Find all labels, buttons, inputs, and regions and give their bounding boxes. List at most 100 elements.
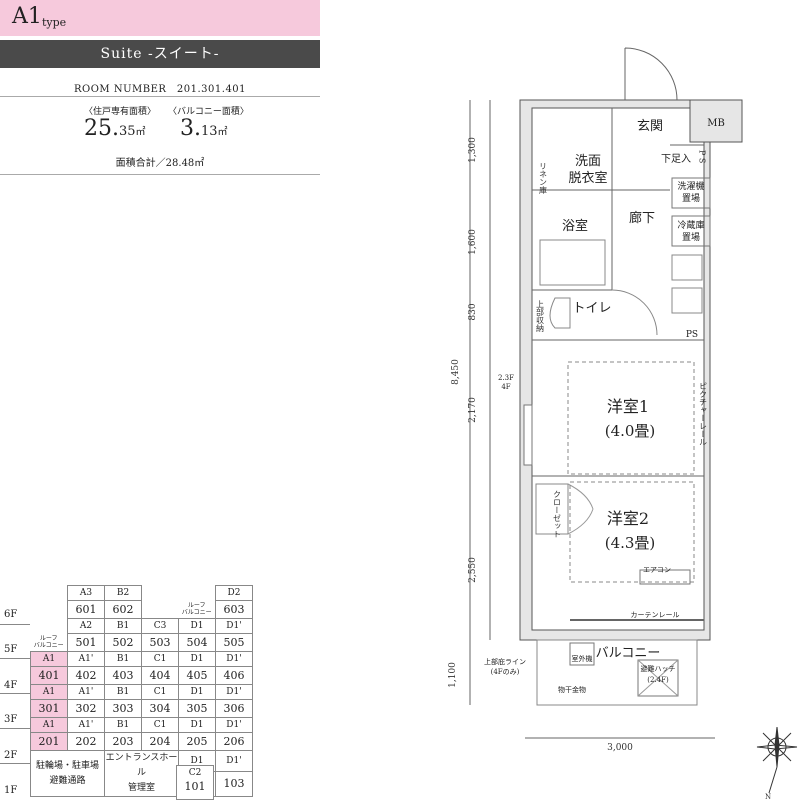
type-code: A1: [12, 4, 42, 29]
private-area-dec: 35: [119, 124, 136, 139]
table-row: 301 302 303 304 305 306: [30, 699, 253, 718]
balcony-area: [536, 639, 698, 706]
floor-label-2f: 2F: [4, 750, 18, 761]
table-row: A2 B1 C3 D1 D1': [31, 618, 253, 634]
room1-size: (4.0畳): [605, 422, 656, 440]
floor-label-1f: 1F: [4, 785, 18, 796]
room-reizo-1: 冷蔵庫: [677, 219, 704, 231]
balcony-area-int: 3.: [180, 116, 201, 141]
floor-label-3f: 3F: [4, 714, 18, 725]
table-row: 駐輪場・駐車場 避難通路 エントランスホール 管理室 D1 D1': [30, 750, 253, 797]
entrance-label: エントランスホール: [105, 753, 178, 778]
unit-number: 101: [184, 780, 206, 793]
unit-number: 201: [30, 732, 68, 751]
parking-cell: 駐輪場・駐車場 避難通路: [30, 750, 105, 797]
unit-number: 406: [215, 666, 253, 685]
private-area-unit: ㎡: [135, 127, 146, 138]
unit-type: D1': [215, 717, 253, 733]
hatch: [637, 659, 679, 697]
unit-type: B1: [104, 618, 142, 634]
unit-type: B1: [104, 684, 142, 700]
table-row: A1 A1' B1 C1 D1 D1': [30, 684, 253, 700]
floor-line: [0, 658, 30, 659]
room-yokushitsu: 浴室: [562, 218, 588, 234]
room-toilet: トイレ: [572, 301, 611, 316]
linen-label: リネン庫: [539, 162, 548, 195]
unit-type: B1: [104, 651, 142, 667]
unit-type: A1: [30, 651, 68, 667]
room-mb: MB: [707, 118, 725, 129]
unit-type: B1: [104, 717, 142, 733]
type-banner: [0, 0, 320, 36]
evac-label: 避難通路: [49, 775, 86, 786]
private-area-int: 25.: [84, 116, 119, 141]
floor-note-23f: 2.3F: [498, 374, 514, 382]
unit-number: 202: [67, 732, 105, 751]
room2-label: 洋室2: [607, 509, 649, 528]
unit-type: A1': [67, 651, 105, 667]
unit-type: C1: [141, 684, 179, 700]
dim-8450: 8,450: [451, 359, 461, 385]
eaves-note: (4Fのみ): [491, 668, 520, 676]
outdoor-unit-label: 室外機: [572, 654, 593, 663]
room-senmen-2: 脱衣室: [568, 170, 607, 186]
balcony-area-dec: 13: [201, 124, 218, 139]
floor-note-4f: 4F: [501, 383, 510, 391]
balcony-area-unit: ㎡: [217, 127, 228, 138]
room-senmen-1: 洗面: [575, 154, 601, 169]
unit-number: 306: [215, 699, 253, 718]
suite-banner: Suite -スイート-: [0, 40, 320, 68]
balcony-area-value: 3.13㎡: [180, 116, 228, 141]
hatch-floor: (2.4F): [647, 676, 669, 684]
divider: [0, 174, 320, 175]
parking-label: 駐輪場・駐車場: [35, 760, 99, 771]
unit-type: D1': [215, 750, 253, 772]
ps-label: P S: [698, 150, 707, 163]
closet-label: クローゼット: [553, 490, 562, 538]
floor-label-5f: 5F: [4, 644, 18, 655]
floor-table: A3 B2 D2 601 602 ルーフ バルコニー 603 A2 B1 C3 …: [30, 585, 253, 798]
room-sentaku-2: 置場: [682, 192, 700, 204]
unit-number: 603: [215, 600, 253, 619]
floor-plan: 1,300 1,600 830 2,170 2,550 1,100 8,450 …: [448, 47, 743, 753]
unit-number: 304: [141, 699, 179, 718]
dim-830: 830: [468, 303, 478, 320]
unit-number: 206: [215, 732, 253, 751]
floor-line: [0, 693, 30, 694]
dim-1300: 1,300: [468, 137, 478, 163]
type-suffix: type: [42, 16, 67, 29]
unit-type: C3: [141, 618, 179, 634]
office-label: 管理室: [127, 783, 155, 793]
unit-number: 103: [215, 770, 253, 798]
room1-label: 洋室1: [607, 397, 649, 416]
unit-type: D1': [215, 651, 253, 667]
compass-icon: N: [756, 726, 798, 800]
unit-number: 204: [141, 732, 179, 751]
picture-rail-label: ピクチャーレール: [699, 382, 708, 446]
total-area: 面積合計／28.48㎡: [115, 158, 205, 169]
floor-label-6f: 6F: [4, 609, 18, 620]
floor-label-4f: 4F: [4, 680, 18, 691]
room-getabako: 下足入: [661, 153, 691, 165]
room-ps: PS: [686, 330, 698, 340]
table-row: A3 B2 D2: [31, 585, 253, 601]
unit-type: D2: [215, 585, 253, 601]
unit-number: 602: [104, 600, 142, 619]
floor-line: [0, 728, 30, 729]
entrance-cell: エントランスホール 管理室: [104, 750, 179, 797]
unit-type: D1: [178, 717, 216, 733]
unit-number: 303: [104, 699, 142, 718]
unit-number: 405: [178, 666, 216, 685]
table-row: A1 A1' B1 C1 D1 D1': [30, 651, 253, 667]
unit-type: A1: [30, 684, 68, 700]
private-area-value: 25.35㎡: [84, 116, 146, 141]
room-sentaku-1: 洗濯機: [677, 180, 704, 192]
unit-c2: C2 101: [176, 765, 214, 800]
unit-type: D1': [215, 618, 253, 634]
dim-1600: 1,600: [468, 229, 478, 255]
entry-door: [624, 47, 678, 101]
unit-number: 401: [30, 666, 68, 685]
room1-dashed: [567, 361, 695, 475]
unit-number: 301: [30, 699, 68, 718]
dim-1100: 1,100: [448, 662, 458, 688]
